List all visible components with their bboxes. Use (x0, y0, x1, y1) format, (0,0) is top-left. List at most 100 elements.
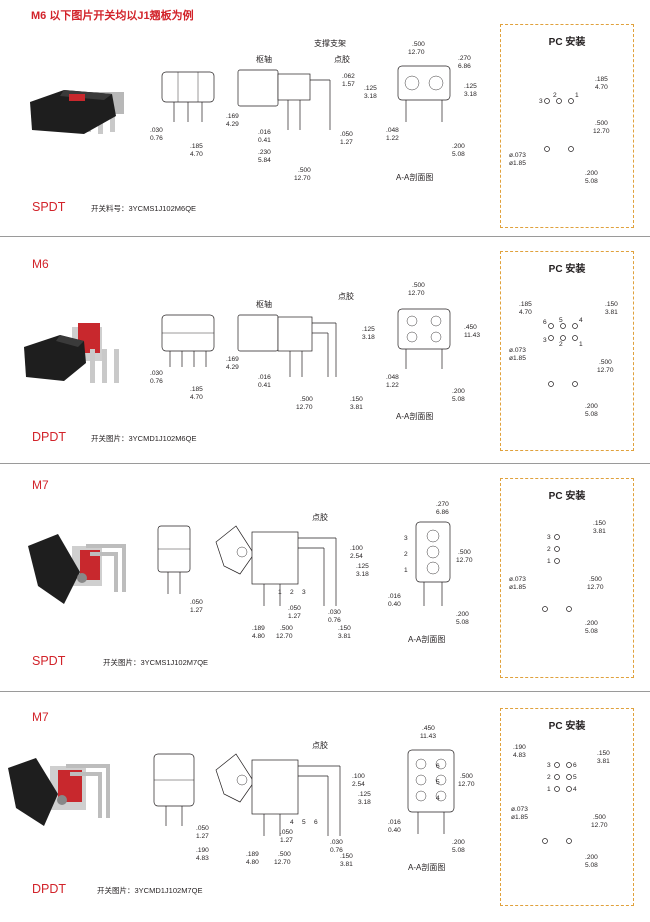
switch-photo (28, 534, 126, 604)
dim-1270: 12.70 (276, 633, 293, 640)
pivot-label: 枢轴 (256, 299, 272, 309)
dim-480: 4.80 (246, 859, 259, 866)
dim-254: 2.54 (352, 781, 365, 788)
section-view: .500 12.70 .450 11.43 .048 1.22 .200 5.0… (386, 282, 480, 421)
dim-318: 3.18 (362, 334, 375, 341)
dim-122: 1.22 (386, 382, 399, 389)
dim-1143: 11.43 (464, 332, 480, 339)
dim-169: .169 (226, 113, 239, 120)
dim-200: .200 (585, 620, 598, 627)
pin-3: 3 (547, 534, 551, 541)
glue-label: 点胶 (334, 54, 350, 64)
pc-mount-box: PC 安装 3 2 1 .150 3.81 ø.073 ø1.85 .500 1… (500, 478, 634, 678)
dim-150: .150 (597, 750, 610, 757)
dim-686: 6.86 (436, 509, 449, 516)
part-number-line: 开关图片：3YCMD1J102M7QE (97, 885, 202, 896)
dim-041: 0.41 (258, 137, 271, 144)
dim-016: .016 (388, 819, 401, 826)
section-m6-spdt: SPDT 开关料号：3YCMS1J102M6QE .030 0.76 .185 … (0, 0, 650, 235)
separator (0, 236, 650, 237)
dim-1270: 12.70 (591, 822, 608, 829)
section-view: .500 12.70 .270 6.86 .125 3.18 .048 1.22… (386, 41, 477, 182)
dim-1270: 12.70 (458, 781, 475, 788)
dim-450: .450 (464, 324, 477, 331)
dim-050: .050 (280, 829, 293, 836)
dim-127: 1.27 (196, 833, 209, 840)
side-view: 点胶 1 2 3 .100 2.54 .125 3.18 .050 1.27 .… (215, 512, 369, 640)
switch-type: SPDT (32, 200, 66, 214)
dim-073: ø.073 (511, 806, 528, 813)
dim-1270: 12.70 (597, 367, 614, 374)
switch-photo (8, 758, 110, 826)
dim-500: .500 (298, 167, 311, 174)
dim-050: .050 (190, 599, 203, 606)
pin-4: 4 (579, 317, 583, 324)
dim-190: .190 (513, 744, 526, 751)
pin-6: 6 (436, 763, 440, 770)
pin-3: 3 (404, 535, 408, 542)
pc-mount-title: PC 安装 (548, 264, 586, 275)
side-view-drawing: .030 0.76 .185 4.70 枢轴 点胶 .169 4.29 .016… (150, 282, 480, 421)
glue-label: 点胶 (338, 291, 354, 301)
dim-318: 3.18 (464, 91, 477, 98)
dim-1270: 12.70 (408, 290, 425, 297)
separator (0, 691, 650, 692)
pin-4: 4 (290, 819, 294, 826)
dim-016: .016 (258, 129, 271, 136)
dim-450: .450 (422, 725, 435, 732)
dim-076: 0.76 (328, 617, 341, 624)
dim-270: .270 (436, 501, 449, 508)
pc-mount-box: PC 安装 3 6 2 5 1 4 .190 4.83 .150 3.81 ø.… (500, 708, 634, 906)
side-view: 枢轴 点胶 .169 4.29 .016 0.41 .500 12.70 .15… (226, 291, 375, 411)
dim-076: 0.76 (150, 378, 163, 385)
pc-mount-box: PC 安装 6 5 4 3 2 1 .185 4.70 .150 3.81 ø.… (500, 251, 634, 451)
part-label: 开关图片： (97, 886, 135, 895)
section-view-label: A-A剖面图 (408, 862, 445, 872)
pc-layout: 3 6 2 5 1 4 .190 4.83 .150 3.81 ø.073 ø1… (511, 744, 610, 869)
dim-508: 5.08 (456, 619, 469, 626)
dim-125: .125 (356, 563, 369, 570)
dim-500: .500 (595, 120, 608, 127)
part-number-line: 开关图片：3YCMD1J102M6QE (91, 433, 196, 444)
dim-500: .500 (599, 359, 612, 366)
dim-122: 1.22 (386, 135, 399, 142)
section-view: .270 6.86 3 2 1 .500 12.70 .016 0.40 .20… (388, 501, 473, 644)
dim-190: .190 (196, 847, 209, 854)
switch-photo (24, 323, 119, 383)
pc-mount-box: PC 安装 3 2 1 .185 4.70 .500 12.70 ø.073 ø… (500, 24, 634, 228)
dim-016: .016 (388, 593, 401, 600)
pin-2: 2 (547, 546, 551, 553)
section-m6-dpdt: M6 DPDT 开关图片：3YCMD1J102M6QE .030 0.76 .1… (0, 237, 650, 462)
dim-318: 3.18 (356, 571, 369, 578)
section-view-label: A-A剖面图 (408, 634, 445, 644)
dim-185b: ø1.85 (511, 814, 528, 821)
model-label: M7 (32, 478, 49, 492)
dim-030: .030 (150, 127, 163, 134)
pin-5: 5 (559, 317, 563, 324)
glue-label: 点胶 (312, 512, 328, 522)
dim-050: .050 (288, 605, 301, 612)
dim-318: 3.18 (364, 93, 377, 100)
pin-1: 1 (579, 341, 583, 348)
dim-169: .169 (226, 356, 239, 363)
pc-mount-title: PC 安装 (548, 721, 586, 732)
dim-500: .500 (412, 41, 425, 48)
dim-200: .200 (452, 839, 465, 846)
separator (0, 463, 650, 464)
dim-1270: 12.70 (294, 175, 311, 182)
pc-layout: 3 2 1 .185 4.70 .500 12.70 ø.073 ø1.85 .… (509, 76, 610, 185)
dim-200: .200 (585, 403, 598, 410)
dim-381: 3.81 (338, 633, 351, 640)
dim-030: .030 (150, 370, 163, 377)
dim-508: 5.08 (585, 628, 598, 635)
dim-200: .200 (452, 143, 465, 150)
dim-185: .185 (190, 143, 203, 150)
part-number-line: 开关图片：3YCMS1J102M7QE (103, 657, 208, 668)
dim-048: .048 (386, 127, 399, 134)
side-view: 点胶 4 5 6 .100 2.54 .125 3.18 .050 1.27 .… (215, 740, 371, 868)
dim-686: 6.86 (458, 63, 471, 70)
dim-1270: 12.70 (593, 128, 610, 135)
dim-381: 3.81 (340, 861, 353, 868)
dim-480: 4.80 (252, 633, 265, 640)
dim-016: .016 (258, 374, 271, 381)
